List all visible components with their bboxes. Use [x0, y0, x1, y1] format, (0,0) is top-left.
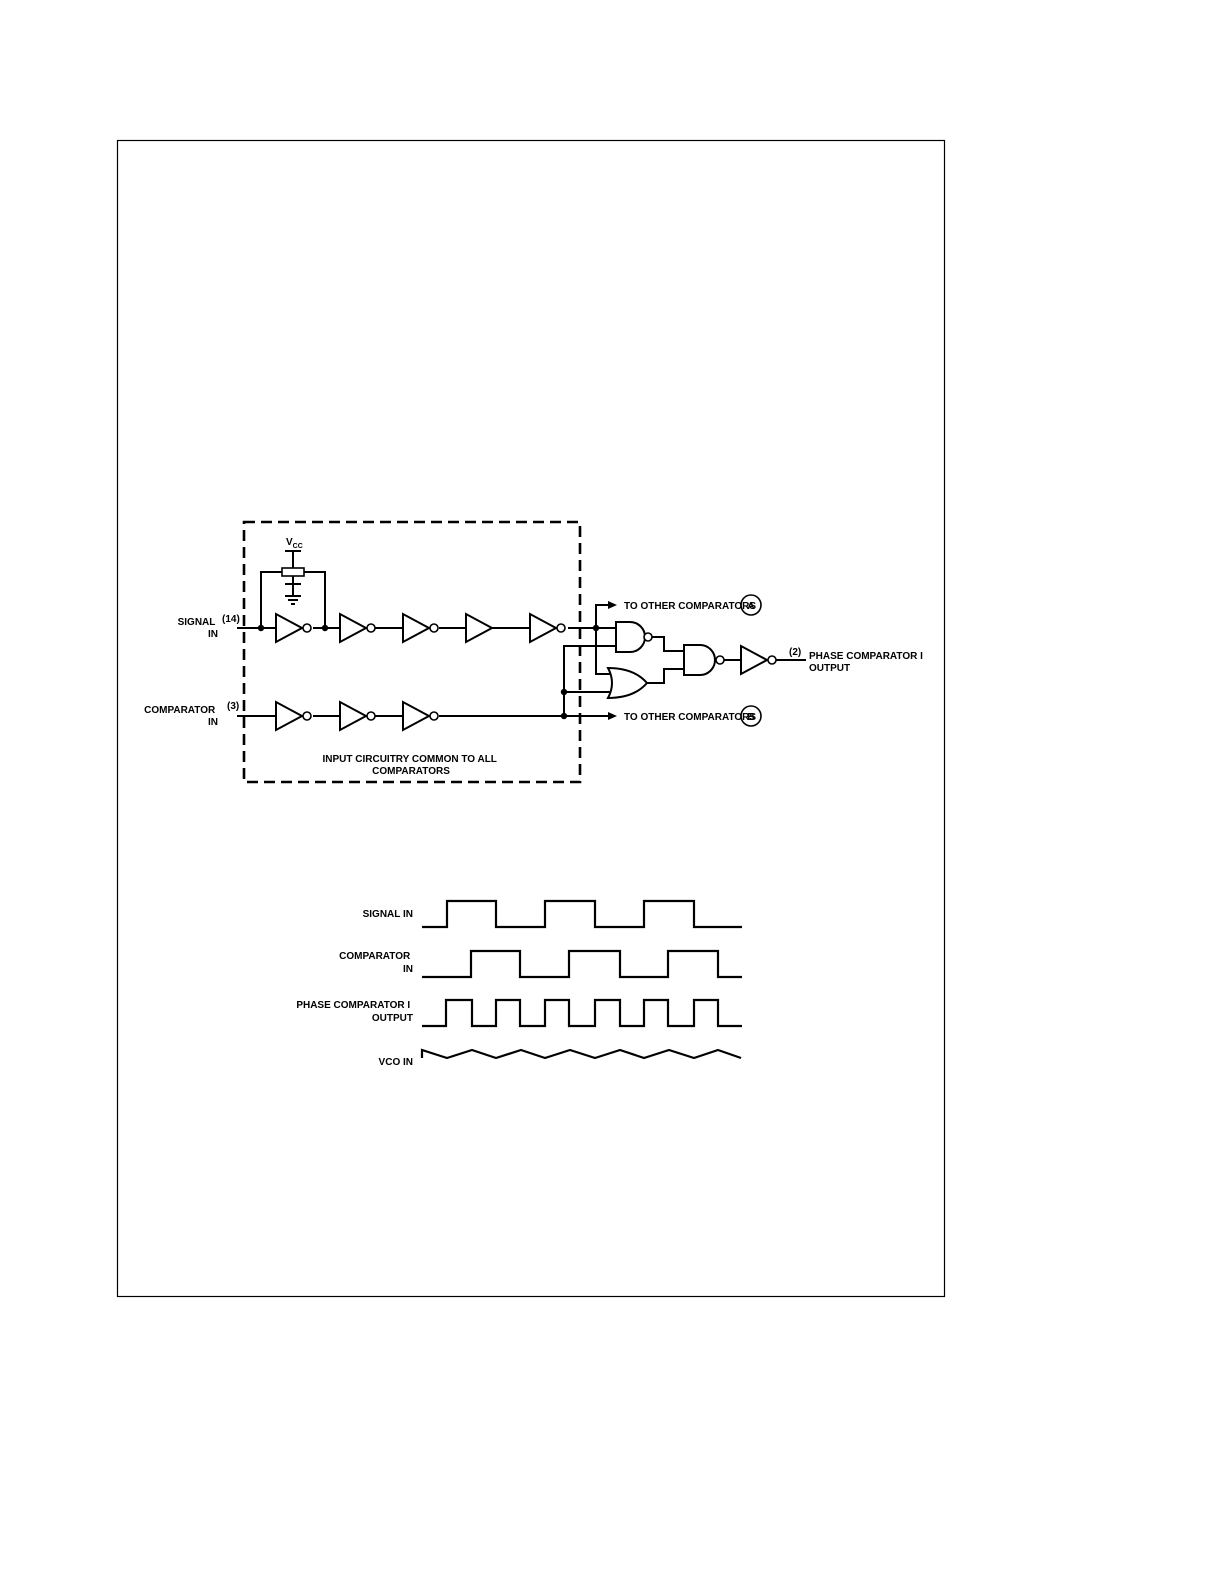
- output-label: PHASE COMPARATOR I OUTPUT: [809, 651, 926, 674]
- connector-a: A: [740, 594, 762, 616]
- waveform-phase-output: [422, 998, 742, 1028]
- output-pin: (2): [789, 647, 801, 658]
- to-other-comparators-a: TO OTHER COMPARATORS: [624, 601, 756, 612]
- timing-signal-in-label: SIGNAL IN: [363, 909, 413, 920]
- vcc-label: VCC: [286, 537, 303, 550]
- comparator-inverter-1: [275, 700, 312, 732]
- connector-b: B: [740, 705, 762, 727]
- common-input-box: [242, 520, 582, 784]
- arrow-a: [608, 601, 617, 609]
- signal-buffer-4: [465, 612, 502, 644]
- timing-diagram: SIGNAL IN COMPARATOR IN PHASE COMPARATOR…: [296, 899, 742, 1068]
- signal-in-pin: (14): [222, 614, 240, 625]
- comparator-inverter-2: [339, 700, 376, 732]
- signal-inverter-5: [529, 612, 566, 644]
- arrow-b: [608, 712, 617, 720]
- junction-dot: [257, 624, 265, 632]
- figure-frame: [116, 139, 946, 1298]
- waveform-signal-in: [422, 899, 742, 929]
- or-gate: [606, 666, 649, 700]
- to-other-comparators-b: TO OTHER COMPARATORS: [624, 712, 756, 723]
- junction-dot: [560, 688, 568, 696]
- waveform-comparator-in: [422, 949, 742, 979]
- comparator-in-label: COMPARATOR IN: [144, 705, 218, 728]
- junction-dot: [321, 624, 329, 632]
- output-inverter: [740, 644, 777, 676]
- waveform-vco-in: [420, 1048, 742, 1060]
- signal-inverter-1: [275, 612, 312, 644]
- nand-gate-1: [615, 621, 653, 653]
- signal-inverter-2: [339, 612, 376, 644]
- common-box-label: INPUT CIRCUITRY COMMON TO ALL COMPARATOR…: [322, 754, 499, 777]
- vcc-protection-element: [281, 550, 305, 605]
- signal-inverter-3: [402, 612, 439, 644]
- junction-dot: [560, 712, 568, 720]
- svg-text:B: B: [747, 712, 754, 723]
- signal-in-label: SIGNAL IN: [178, 617, 218, 640]
- schematic: VCC: [144, 520, 926, 784]
- timing-comparator-in-label: COMPARATOR IN: [339, 951, 413, 975]
- svg-text:A: A: [747, 601, 754, 612]
- nand-gate-2: [683, 644, 725, 676]
- timing-phase-output-label: PHASE COMPARATOR I OUTPUT: [296, 1000, 413, 1024]
- comparator-in-pin: (3): [227, 701, 239, 712]
- timing-vco-in-label: VCO IN: [379, 1057, 413, 1068]
- comparator-inverter-3: [402, 700, 439, 732]
